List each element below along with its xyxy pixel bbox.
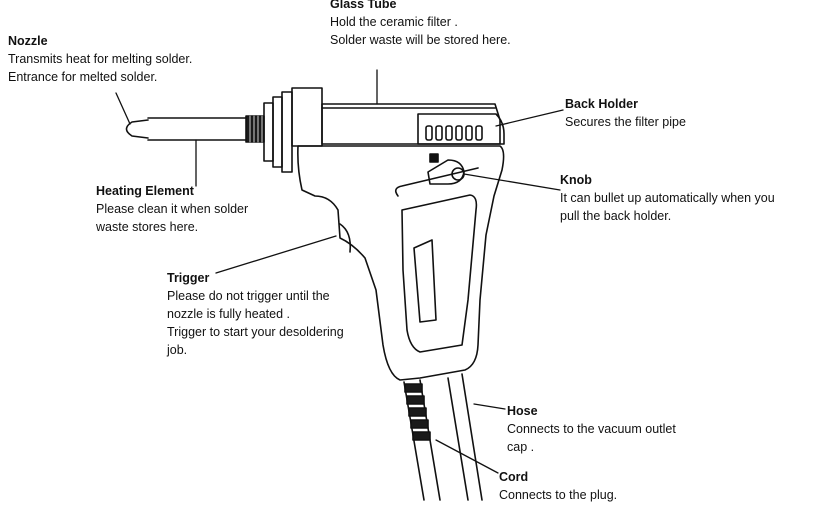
hose-part: [447, 373, 483, 501]
leader-hose: [473, 403, 506, 410]
knob-part: [427, 153, 465, 185]
trigger-line-2: nozzle is fully heated .: [167, 307, 290, 321]
leader-lines: [115, 69, 564, 474]
leader-knob: [463, 173, 561, 191]
trigger-part: [339, 223, 352, 253]
callout-knob: Knob It can bullet up automatically when…: [560, 171, 775, 225]
hose-line-2: cap .: [507, 440, 535, 454]
knob-line-1: It can bullet up automatically when you: [560, 191, 775, 205]
nozzle-line-1: Transmits heat for melting solder.: [8, 52, 193, 66]
back-holder-line-1: Secures the filter pipe: [565, 115, 686, 129]
front-flange: [263, 87, 323, 173]
heating-element-line-2: waste stores here.: [96, 220, 199, 234]
glass-tube-line-1: Hold the ceramic filter .: [330, 15, 458, 29]
callout-nozzle: Nozzle Transmits heat for melting solder…: [8, 32, 192, 86]
nozzle-line-2: Entrance for melted solder.: [8, 70, 158, 84]
threaded-collar: [245, 115, 265, 143]
callout-heating-element: Heating Element Please clean it when sol…: [96, 182, 248, 236]
glass-tube-title: Glass Tube: [330, 0, 397, 11]
back-holder-part: [417, 113, 505, 145]
leader-trigger: [215, 235, 337, 274]
back-holder-title: Back Holder: [565, 97, 638, 111]
gun-body: [297, 145, 505, 381]
knob-line-2: pull the back holder.: [560, 209, 672, 223]
trigger-line-1: Please do not trigger until the: [167, 289, 330, 303]
nozzle-part: [125, 119, 149, 139]
callout-trigger: Trigger Please do not trigger until the …: [167, 269, 344, 359]
knob-title: Knob: [560, 173, 592, 187]
cord-line-1: Connects to the plug.: [499, 488, 618, 502]
nozzle-title: Nozzle: [8, 34, 48, 48]
callout-back-holder: Back Holder Secures the filter pipe: [565, 95, 686, 131]
trigger-line-3: Trigger to start your desoldering: [167, 325, 344, 339]
leader-cord: [435, 439, 499, 474]
callout-hose: Hose Connects to the vacuum outlet cap .: [507, 402, 676, 456]
trigger-title: Trigger: [167, 271, 210, 285]
trigger-line-4: job.: [167, 343, 188, 357]
glass-tube-part: [321, 103, 501, 145]
glass-tube-line-2: Solder waste will be stored here.: [330, 33, 511, 47]
callout-glass-tube: Glass Tube Hold the ceramic filter . Sol…: [330, 0, 511, 49]
leader-nozzle: [115, 92, 131, 125]
hose-title: Hose: [507, 404, 538, 418]
callout-cord: Cord Connects to the plug.: [499, 468, 617, 504]
heating-element-line-1: Please clean it when solder: [96, 202, 249, 216]
cord-part: [403, 379, 441, 501]
heating-element-title: Heating Element: [96, 184, 194, 198]
cord-title: Cord: [499, 470, 529, 484]
heating-element-part: [147, 117, 247, 141]
hose-line-1: Connects to the vacuum outlet: [507, 422, 676, 436]
leader-back-holder: [495, 109, 564, 127]
